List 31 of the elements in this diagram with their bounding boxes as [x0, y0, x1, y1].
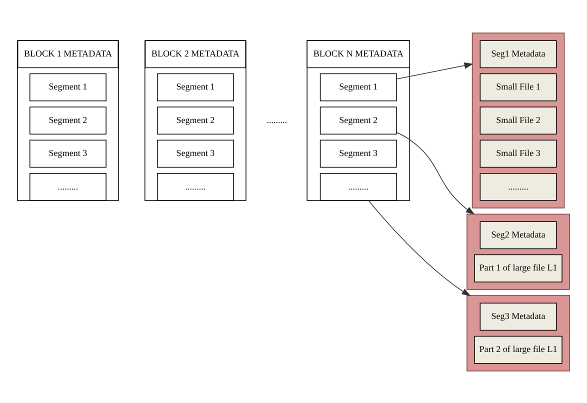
node-box: .........: [156, 172, 234, 200]
label: .........: [266, 114, 288, 124]
node-box: Segment 3: [156, 139, 234, 168]
node-box: Segment 2: [320, 106, 397, 134]
cluster: [466, 213, 570, 290]
cluster: [472, 32, 565, 208]
arrow: [396, 62, 474, 79]
node-box: .........: [30, 172, 106, 200]
node-box: Small File 1: [480, 72, 557, 101]
arrow: [396, 132, 475, 214]
node-box: Small File 3: [480, 139, 557, 168]
node-box: Segment 1: [320, 72, 397, 101]
node-box: Segment 1: [30, 72, 106, 101]
arrow: [368, 200, 471, 296]
cluster: [466, 294, 570, 371]
node-box: Segment 3: [30, 139, 106, 168]
node-box: .........: [480, 172, 557, 200]
node-box: Part 2 of large file L1: [474, 335, 562, 364]
node-box: BLOCK N METADATA: [306, 40, 410, 68]
node-box: Segment 1: [156, 72, 234, 101]
node-box: Part 1 of large file L1: [474, 254, 562, 282]
node-box: Segment 2: [156, 106, 234, 134]
node-box: Small File 2: [480, 106, 557, 134]
node-box: Segment 3: [320, 139, 397, 168]
node-box: Seg2 Metadata: [480, 220, 557, 249]
node-box: BLOCK 1 METADATA: [17, 40, 119, 68]
node-box: .........: [320, 172, 397, 200]
node-box: Seg3 Metadata: [480, 302, 557, 330]
node-box: Segment 2: [30, 106, 106, 134]
node-box: BLOCK 2 METADATA: [144, 40, 246, 68]
node-box: Seg1 Metadata: [480, 40, 557, 68]
